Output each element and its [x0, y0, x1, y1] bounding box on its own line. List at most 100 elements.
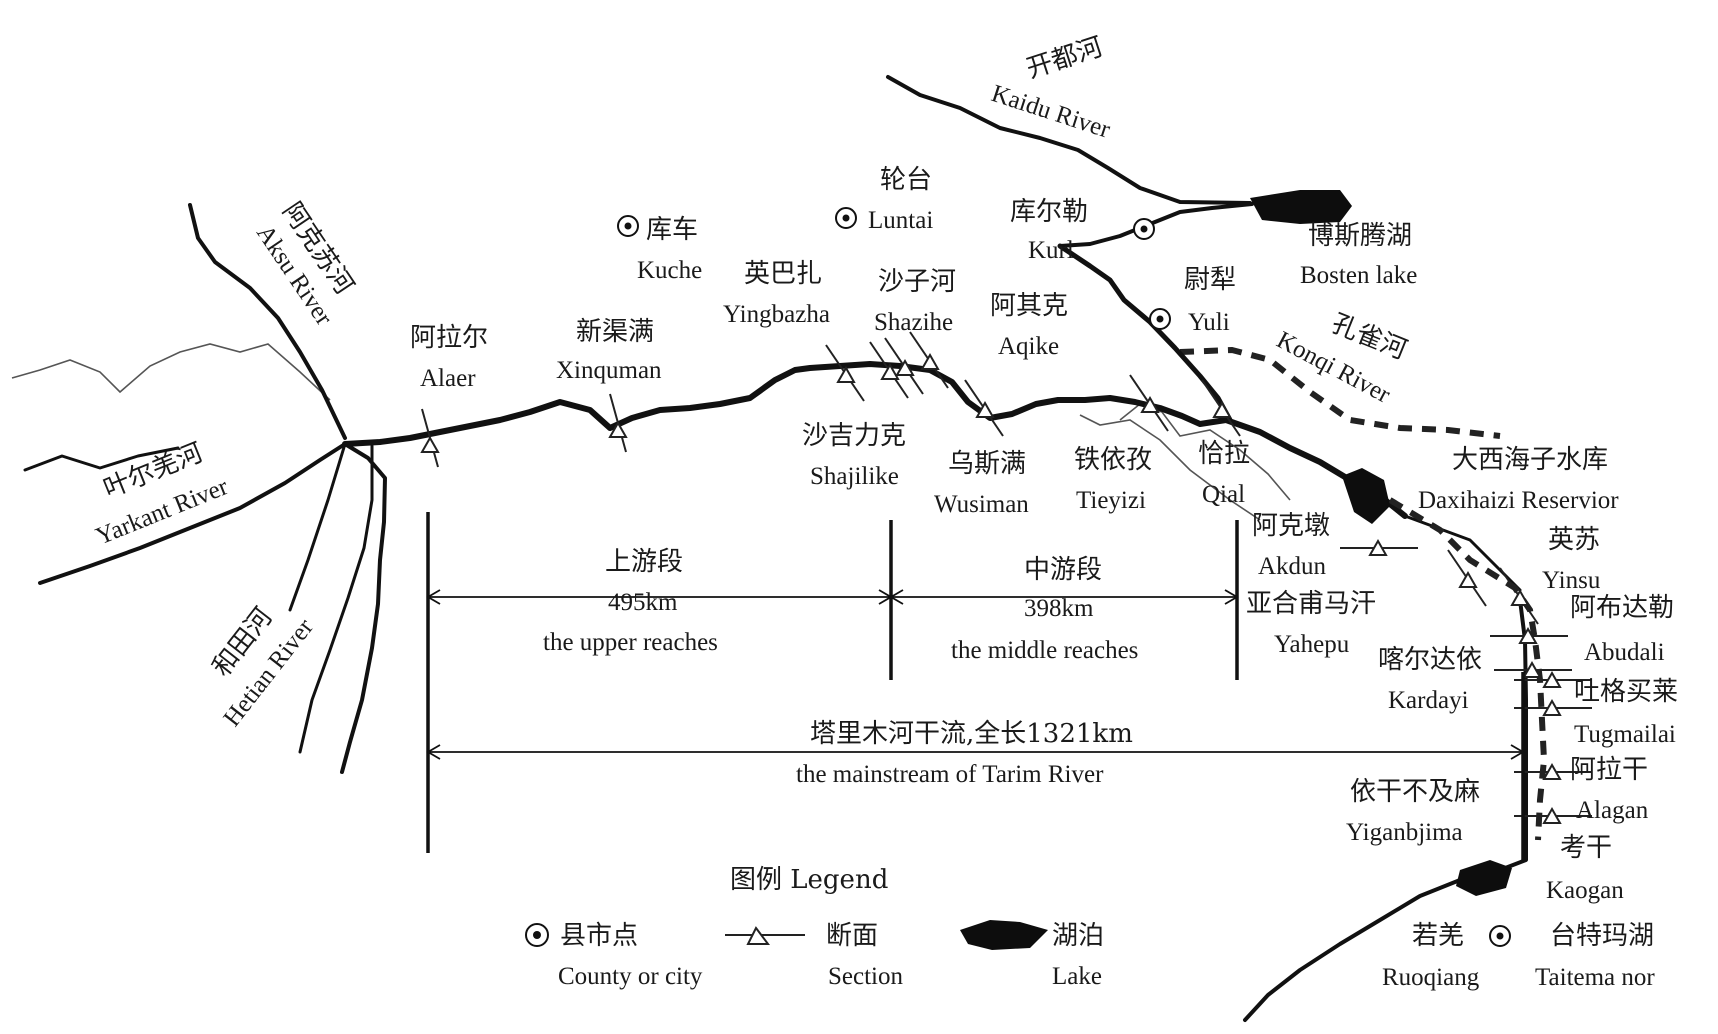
taitema-lake-shape [1456, 860, 1512, 896]
yinsu-section-marker [1499, 567, 1539, 625]
yingbazha-section-marker [825, 344, 865, 402]
yiganbjima-label-cn: 依干不及麻 [1350, 777, 1480, 807]
xinquman-section-marker [608, 393, 628, 453]
yuli-label-en: Yuli [1188, 309, 1230, 336]
tieyizi-section-marker [1129, 374, 1169, 432]
legend-lake-cn: 湖泊 [1052, 921, 1104, 951]
kuche-city-icon [617, 215, 639, 237]
yahepu-label-en: Yahepu [1274, 631, 1350, 658]
city-markers [617, 207, 1511, 947]
wusiman-label-cn: 乌斯满 [948, 449, 1026, 479]
yuli-city-icon [1149, 308, 1171, 330]
kaogan-label-en: Kaogan [1546, 877, 1624, 904]
legend-lake-shape [960, 920, 1048, 950]
taitema-label-en: Taitema nor [1535, 964, 1655, 991]
yuli-label-cn: 尉犁 [1184, 265, 1236, 295]
legend-city-cn: 县市点 [560, 921, 638, 951]
kurl-city-icon [1133, 218, 1155, 240]
akdun-label-en: Akdun [1258, 553, 1327, 580]
aqike-label-en: Aqike [998, 333, 1059, 360]
lower-reach-dashed [1388, 497, 1548, 841]
ruoqiang-label-en: Ruoqiang [1382, 964, 1480, 991]
ruoqiang-city-icon [1489, 925, 1511, 947]
kaidu-label-cn: 开都河 [1023, 32, 1106, 85]
qial-section-marker [1201, 379, 1241, 437]
legend-section-en: Section [828, 963, 903, 990]
yiganbjima-label-en: Yiganbjima [1346, 819, 1463, 846]
middle-reach-en: the middle reaches [951, 637, 1138, 664]
taitema-label-cn: 台特玛湖 [1550, 921, 1654, 951]
yiganbjima-section-marker [1514, 762, 1592, 780]
bosten-label-en: Bosten lake [1300, 262, 1417, 289]
konqi-river-dashed [1179, 346, 1501, 439]
luntai-city-icon [835, 207, 857, 229]
bosten-lake-shape [1250, 190, 1352, 224]
city-labels: 库车 Kuche 轮台 Luntai 库尔勒 Kurl 尉犁 Yuli 若羌 R… [637, 165, 1480, 991]
abudali-label-cn: 阿布达勒 [1570, 593, 1674, 623]
legend-lake-en: Lake [1052, 963, 1102, 990]
luntai-label-en: Luntai [868, 207, 933, 234]
abudali-label-en: Abudali [1584, 639, 1665, 666]
legend-section-cn: 断面 [826, 921, 878, 951]
qial-label-en: Qial [1202, 481, 1245, 508]
tugmailai-section-marker [1514, 670, 1592, 688]
tugmailai-label-en: Tugmailai [1574, 721, 1676, 748]
section-labels: 阿拉尔 Alaer 新渠满 Xinquman 英巴扎 Yingbazha 沙子河… [410, 259, 1678, 904]
wusiman-label-en: Wusiman [934, 491, 1029, 518]
kuche-label-en: Kuche [637, 257, 702, 284]
kardayi-section-marker [1494, 660, 1572, 678]
mainstream-en: the mainstream of Tarim River [796, 761, 1104, 788]
yahepu-section-marker [1447, 549, 1487, 607]
aksu-river-line [188, 203, 347, 440]
kaidu-river-line [886, 75, 1252, 205]
abudali-section-marker [1490, 626, 1568, 644]
hetian-branch-line [298, 444, 374, 754]
tarim-lower-line [1403, 514, 1522, 592]
kaidu-label-en: Kaidu River [988, 80, 1114, 144]
akdun-section-marker [1340, 538, 1418, 556]
hetian-branch-2-line [288, 442, 347, 612]
middle-reach-length: 398km [1024, 595, 1094, 622]
bosten-label-cn: 博斯腾湖 [1308, 221, 1412, 251]
daxihaizi-label-en: Daxihaizi Reservior [1418, 487, 1619, 514]
upper-reach-length: 495km [608, 589, 678, 616]
kardayi-label-en: Kardayi [1388, 687, 1469, 714]
shazihe-section-marker [869, 341, 909, 399]
xinquman-label-en: Xinquman [556, 357, 662, 384]
legend-city-en: County or city [558, 963, 703, 990]
kardayi-label-cn: 喀尔达依 [1378, 645, 1482, 675]
xinquman-label-cn: 新渠满 [576, 317, 654, 347]
section-markers [420, 331, 1592, 824]
kurl-label-en: Kurl [1028, 237, 1074, 264]
alaer-label-en: Alaer [420, 365, 476, 392]
aqike-label-cn: 阿其克 [990, 291, 1068, 321]
tarim-mainstream-line [342, 361, 1408, 519]
shajilike-label-en: Shajilike [810, 463, 899, 490]
upper-reach-cn: 上游段 [605, 547, 683, 577]
yinsu-label-en: Yinsu [1542, 567, 1601, 594]
legend: 图例 Legend 县市点 County or city 断面 Section … [558, 865, 1104, 990]
yarkant-river-line [38, 442, 347, 585]
lake-shapes [960, 190, 1512, 950]
ruoqiang-label-cn: 若羌 [1412, 921, 1464, 951]
lake-labels: 博斯腾湖 Bosten lake 大西海子水库 Daxihaizi Reserv… [1300, 221, 1655, 991]
shazihe-label-en: Shazihe [874, 309, 953, 336]
legend-title: 图例 Legend [730, 865, 888, 895]
tugmailai-label-cn: 吐格买莱 [1574, 677, 1678, 707]
alaer-section-marker [420, 408, 440, 468]
daxihaizi-label-cn: 大西海子水库 [1452, 445, 1608, 475]
tieyizi-label-en: Tieyizi [1076, 487, 1146, 514]
daxihaizi-lake-shape [1342, 468, 1390, 524]
yinsu-label-cn: 英苏 [1548, 525, 1600, 555]
shajilike-section-marker [884, 337, 924, 395]
upper-reach-en: the upper reaches [543, 629, 718, 656]
middle-reach-cn: 中游段 [1024, 555, 1102, 585]
luntai-label-cn: 轮台 [880, 165, 932, 195]
reach-dimension-lines [426, 512, 1525, 860]
aqike-section-marker [909, 331, 949, 389]
shazihe-label-cn: 沙子河 [878, 267, 956, 297]
alaer-label-cn: 阿拉尔 [410, 323, 488, 353]
wusiman-section-marker [964, 379, 1004, 437]
mainstream-cn: 塔里木河干流,全长1321km [810, 719, 1133, 749]
